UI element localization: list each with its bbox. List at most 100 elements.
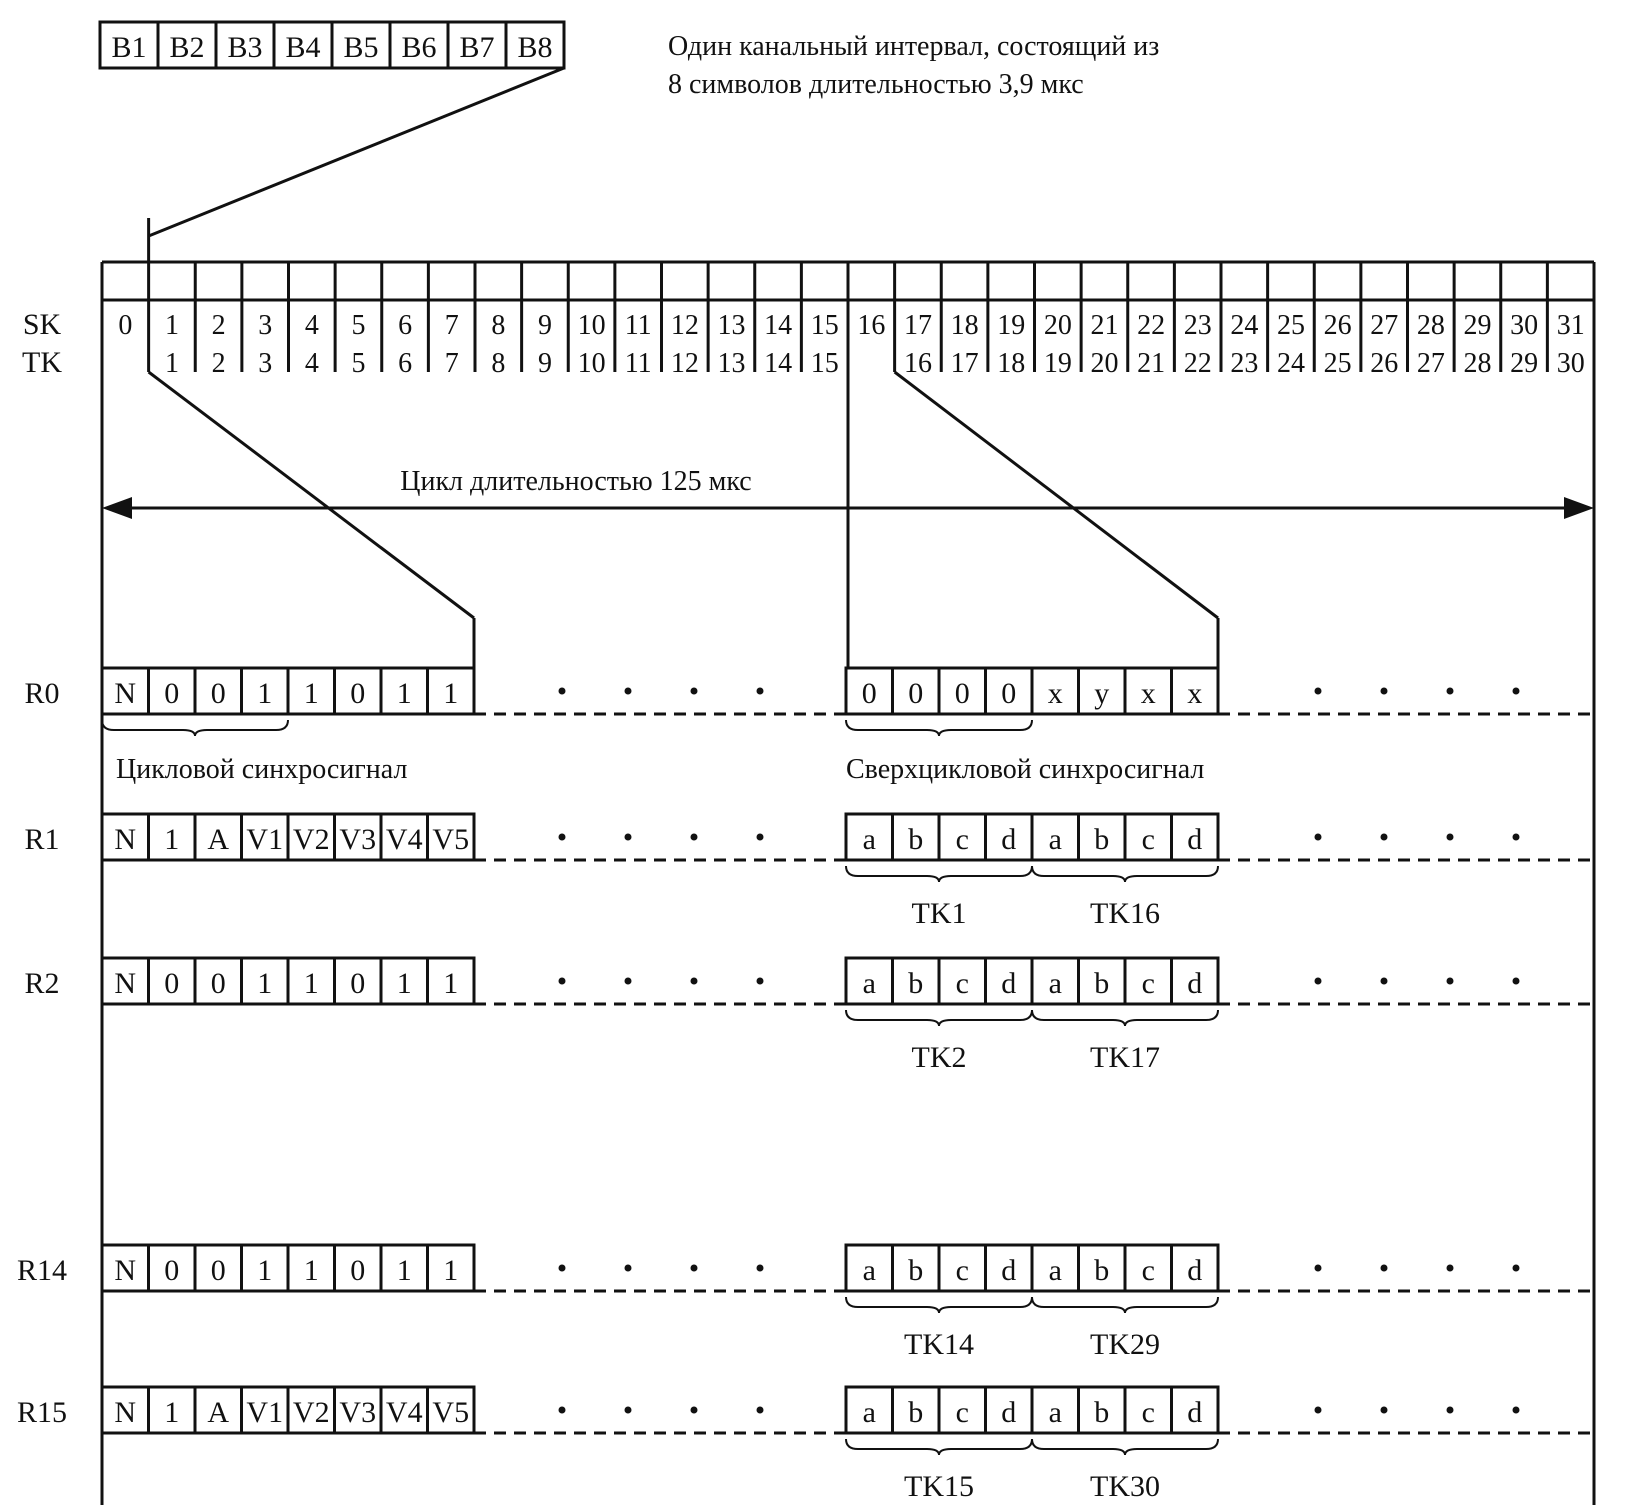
timeslot-sk-number: 3 [258, 310, 272, 341]
timeslot-sk-number: 5 [351, 310, 365, 341]
slot0-bit: V5 [432, 823, 469, 856]
multiframe-row-label: R1 [24, 823, 59, 856]
timeslot-tk-number: 13 [717, 348, 745, 379]
slot16-bit: a [1049, 967, 1062, 1000]
sk-row-label: SK [23, 308, 62, 341]
expand-line-slot0 [147, 370, 475, 620]
timeslot-tk-number: 4 [305, 348, 319, 379]
ellipsis-dot [1314, 977, 1322, 985]
frame-sync-brace [101, 719, 289, 737]
slot0-bit: 1 [397, 677, 412, 710]
tk-brace-left [845, 865, 1033, 883]
cycle-duration-label: Цикл длительностью 125 мкс [400, 466, 751, 497]
timeslot-sk-number: 0 [118, 310, 132, 341]
tk-brace-left [845, 1009, 1033, 1027]
slot0-bit: 0 [350, 1254, 365, 1287]
timeslot-tk-number: 24 [1277, 348, 1305, 379]
interval-note-line-1: Один канальный интервал, состоящий из [668, 31, 1159, 62]
timeslot-sk-number: 30 [1510, 310, 1538, 341]
slot0-bit: 0 [350, 677, 365, 710]
ellipsis-dot [624, 1264, 632, 1272]
slot0-bit: 1 [443, 967, 458, 1000]
ellipsis-dot [558, 1264, 566, 1272]
slot16-bit: c [1142, 967, 1155, 1000]
timeslot-tk-number: 15 [811, 348, 839, 379]
ellipsis-dot [1380, 1264, 1388, 1272]
timeslot-tk-number: 1 [165, 348, 179, 379]
slot16-bit: c [956, 823, 969, 856]
tk-brace-left [845, 1438, 1033, 1456]
ellipsis-dot [1380, 1406, 1388, 1414]
slot16-bit: d [1187, 1396, 1202, 1429]
slot0-bit: 1 [164, 1396, 179, 1429]
timeslot-sk-number: 8 [491, 310, 505, 341]
slot0-bit: V1 [246, 823, 283, 856]
slot0-bit: V1 [246, 1396, 283, 1429]
tk-brace-right [1031, 1438, 1219, 1456]
multiframe-sync-label: Сверхцикловой синхросигнал [846, 754, 1204, 785]
slot0-bit: 0 [350, 967, 365, 1000]
slot16-bit: b [908, 967, 923, 1000]
timeslot-sk-number: 16 [857, 310, 885, 341]
slot16-bit: c [1142, 1396, 1155, 1429]
ellipsis-dot [1446, 977, 1454, 985]
slot16-bit: d [1187, 823, 1202, 856]
timeslot-sk-number: 11 [625, 310, 652, 341]
timeslot-sk-number: 27 [1370, 310, 1398, 341]
tk-signaling-label: TK15 [904, 1470, 974, 1503]
ellipsis-dot [558, 1406, 566, 1414]
timeslot-sk-number: 13 [717, 310, 745, 341]
slot0-bit: 1 [257, 967, 272, 1000]
symbol-label: B8 [517, 31, 552, 64]
timeslot-sk-number: 26 [1324, 310, 1352, 341]
slot16-bit: b [908, 1254, 923, 1287]
slot16-bit: x [1187, 677, 1202, 710]
slot16-bit: 0 [1001, 677, 1016, 710]
slot0-bit: 1 [257, 677, 272, 710]
timeslot-sk-number: 18 [951, 310, 979, 341]
timeslot-sk-number: 21 [1090, 310, 1118, 341]
timeslot-sk-number: 25 [1277, 310, 1305, 341]
timeslot-tk-number: 6 [398, 348, 412, 379]
timeslot-tk-number: 7 [445, 348, 459, 379]
tk-brace-right [1031, 1296, 1219, 1314]
ellipsis-dot [1512, 1406, 1520, 1414]
slot16-bit: b [1094, 1396, 1109, 1429]
slot16-bit: c [956, 967, 969, 1000]
timeslot-sk-number: 9 [538, 310, 552, 341]
timeslot-tk-number: 25 [1324, 348, 1352, 379]
slot16-bit: b [1094, 1254, 1109, 1287]
slot0-bit: 1 [443, 1254, 458, 1287]
timeslot-tk-number: 28 [1463, 348, 1491, 379]
slot0-bit: 0 [211, 967, 226, 1000]
tk-signaling-label: TK17 [1090, 1041, 1160, 1074]
slot16-bit: c [956, 1254, 969, 1287]
timeslot-tk-number: 9 [538, 348, 552, 379]
tk-signaling-label: TK1 [912, 897, 967, 930]
ellipsis-dot [690, 977, 698, 985]
cycle-arrow-left-head [102, 497, 132, 519]
ellipsis-dot [690, 833, 698, 841]
slot0-bit: N [114, 967, 136, 1000]
expand-line-slot16 [893, 370, 1219, 620]
ellipsis-dot [756, 833, 764, 841]
tk-brace-right [1031, 1009, 1219, 1027]
ellipsis-dot [624, 687, 632, 695]
slot16-bit: a [1049, 1254, 1062, 1287]
timeslot-sk-number: 7 [445, 310, 459, 341]
timeslot-tk-number: 3 [258, 348, 272, 379]
slot16-bit: c [1142, 1254, 1155, 1287]
ellipsis-dot [1380, 687, 1388, 695]
timeslot-tk-number: 16 [904, 348, 932, 379]
timeslot-tk-number: 2 [212, 348, 226, 379]
timeslot-sk-number: 4 [305, 310, 319, 341]
timeslot-sk-number: 12 [671, 310, 699, 341]
slot0-bit: 1 [164, 823, 179, 856]
slot0-bit: V4 [386, 823, 423, 856]
slot0-bit: A [207, 823, 229, 856]
slot0-bit: N [114, 823, 136, 856]
slot16-bit: x [1141, 677, 1156, 710]
multiframe-row-label: R15 [17, 1396, 67, 1429]
timeslot-tk-number: 19 [1044, 348, 1072, 379]
